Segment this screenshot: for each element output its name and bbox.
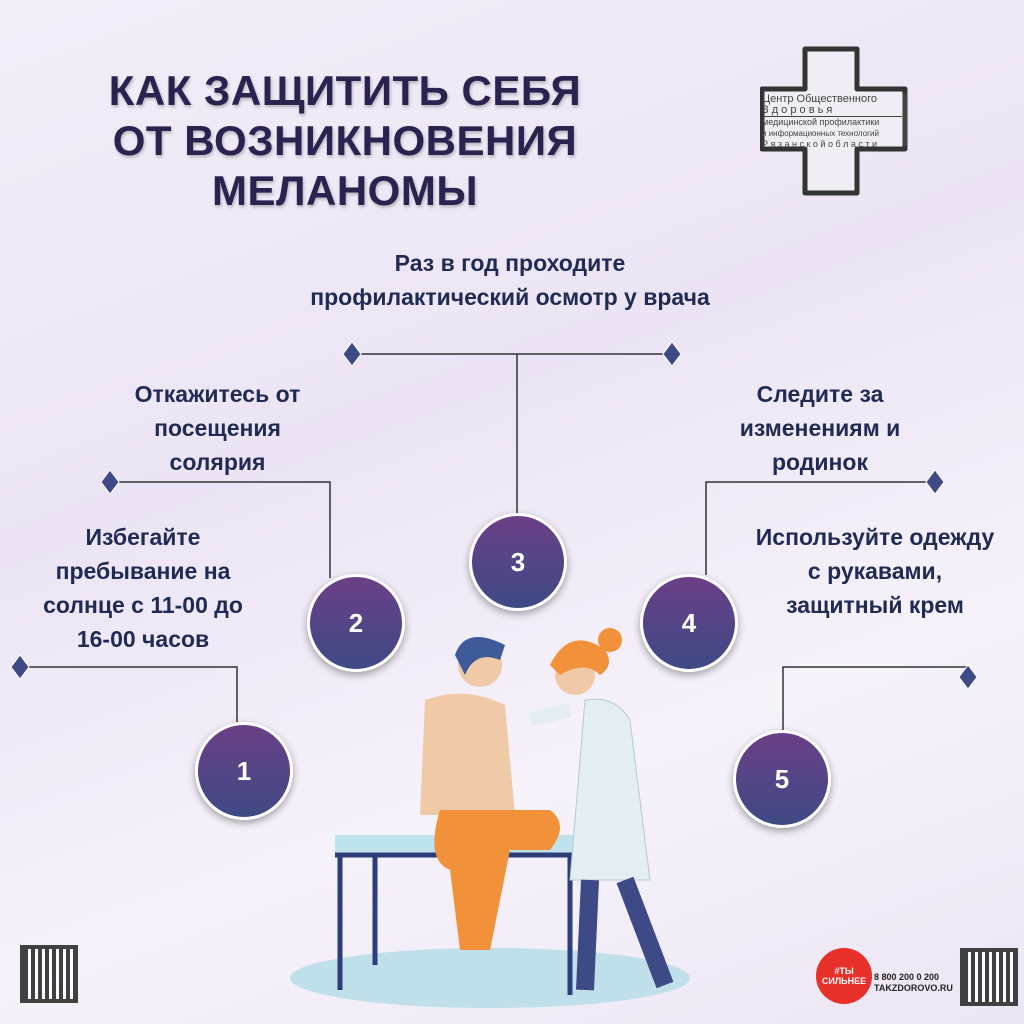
qr-code-right[interactable] [960,948,1018,1006]
step-circle-5: 5 [733,730,831,828]
tip-text-1: Избегайте пребывание на солнце с 11-00 д… [43,524,243,652]
tip-text-5: Используйте одежду с рукавами, защитный … [755,524,995,618]
step-circle-1: 1 [195,722,293,820]
hotline-info: 8 800 200 0 200 TAKZDOROVO.RU [874,972,953,994]
tip-text-2: Откажитесь от посещения солярия [134,381,301,475]
hotline-site[interactable]: TAKZDOROVO.RU [874,983,953,993]
logo-line: Центр Общественного [762,93,877,105]
step-circle-3: 3 [469,513,567,611]
qr-code-left[interactable] [20,945,78,1003]
logo-line: Р я з а н с к о й о б л а с т и [762,139,878,149]
page-title: КАК ЗАЩИТИТЬ СЕБЯ ОТ ВОЗНИКНОВЕНИЯ МЕЛАН… [80,66,610,216]
title-line-2: ОТ ВОЗНИКНОВЕНИЯ [112,117,578,164]
tip-text-4: Следите за изменениям и родинок [739,381,901,475]
logo-cross-icon [760,46,908,196]
doctor-patient-illustration [290,628,690,1008]
logo-line: и информационных технологий [762,129,879,138]
title-line-1: КАК ЗАЩИТИТЬ СЕБЯ [108,67,582,114]
logo-line: З д о р о в ь я [762,105,902,117]
tip-text-3: Раз в год проходите профилактический осм… [310,250,710,310]
title-line-3: МЕЛАНОМЫ [212,167,478,214]
step-circle-4: 4 [640,574,738,672]
logo-line: медицинской профилактики [762,117,880,127]
logo-text: Центр Общественного З д о р о в ь я меди… [762,94,902,150]
campaign-badge: #ТЫ СИЛЬНЕЕ [816,948,872,1004]
step-circle-2: 2 [307,574,405,672]
hotline-phone: 8 800 200 0 200 [874,972,940,982]
